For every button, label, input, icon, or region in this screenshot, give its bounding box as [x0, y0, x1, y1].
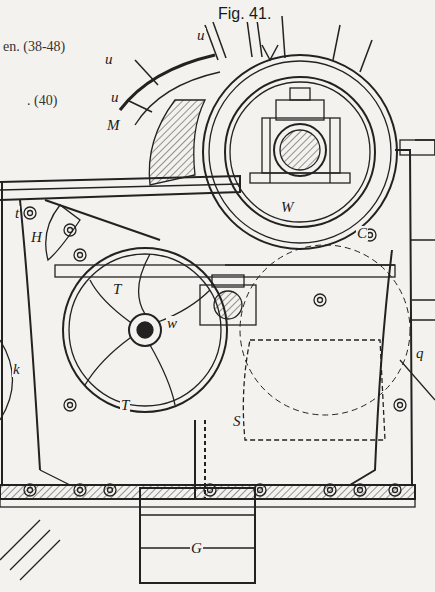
- section-reference: en. (38-48): [2, 40, 66, 54]
- bolt: [354, 484, 366, 496]
- bolt: [204, 484, 216, 496]
- bolt: [24, 484, 36, 496]
- bolt: [104, 484, 116, 496]
- bolt-center: [328, 488, 333, 493]
- bolt-center: [358, 488, 363, 493]
- bolt-center: [68, 228, 73, 233]
- part-letter: H: [30, 230, 43, 245]
- bolt-center: [368, 233, 373, 238]
- part-letter: S: [232, 414, 242, 429]
- bolt-center: [78, 488, 83, 493]
- part-letter: u: [110, 90, 120, 105]
- bolt-center: [78, 253, 83, 258]
- bolt-center: [318, 298, 323, 303]
- part-letter: G: [190, 541, 203, 556]
- bolt-center: [258, 488, 263, 493]
- bolt: [254, 484, 266, 496]
- bolt-center: [68, 403, 73, 408]
- bolt: [24, 207, 36, 219]
- bolt: [64, 224, 76, 236]
- section-reference: . (40): [26, 94, 58, 108]
- part-letter: M: [106, 118, 121, 133]
- part-letter: C: [356, 226, 368, 241]
- part-letter: t: [14, 206, 20, 221]
- part-letter: u: [196, 28, 206, 43]
- bolt-center: [28, 488, 33, 493]
- bolt: [74, 249, 86, 261]
- bolt: [389, 484, 401, 496]
- bolt: [394, 399, 406, 411]
- part-letter: w: [166, 316, 178, 331]
- bolt-center: [398, 403, 403, 408]
- part-letter: k: [12, 362, 21, 377]
- figure-title: Fig. 41.: [218, 6, 271, 22]
- part-letter: T: [120, 398, 130, 413]
- bolt: [64, 399, 76, 411]
- bolt-center: [208, 488, 213, 493]
- bolt: [324, 484, 336, 496]
- bolt: [74, 484, 86, 496]
- part-letter: W: [280, 200, 295, 215]
- part-letter: T: [112, 282, 122, 297]
- bolt: [314, 294, 326, 306]
- bolt-center: [108, 488, 113, 493]
- bolt-center: [393, 488, 398, 493]
- bolt-center: [28, 211, 33, 216]
- part-letter: q: [415, 346, 425, 361]
- part-letter: u: [104, 52, 114, 67]
